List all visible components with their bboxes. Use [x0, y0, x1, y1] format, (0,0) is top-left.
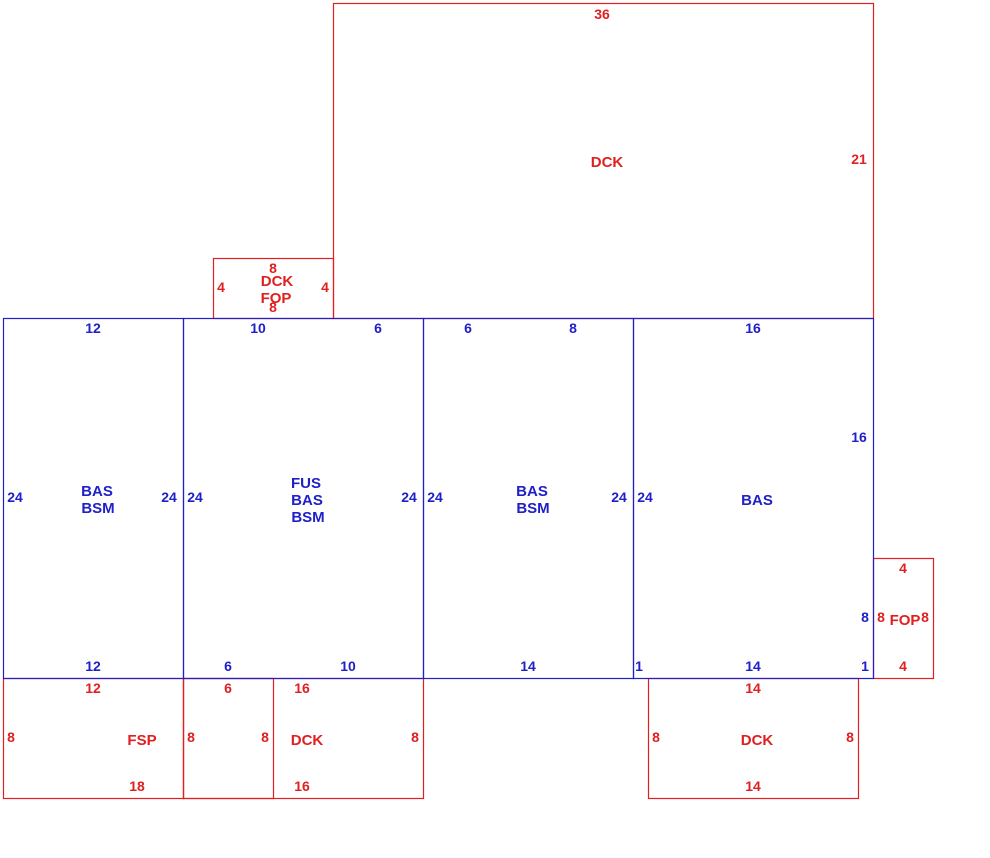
- dim-label: 24: [427, 489, 443, 505]
- dim-label: 8: [877, 609, 885, 625]
- dim-label: 24: [161, 489, 177, 505]
- dim-label: 8: [846, 729, 854, 745]
- fus-bas-bsm-label-2: BAS: [291, 492, 323, 509]
- bas-bsm-mid-label-2: BSM: [516, 500, 549, 517]
- dck-bottom-right-label: DCK: [741, 732, 774, 749]
- bas-bsm-mid-label-1: BAS: [516, 483, 548, 500]
- dim-label: 8: [569, 320, 577, 336]
- bas-bsm-left-label-2: BSM: [81, 500, 114, 517]
- dim-label: 8: [269, 299, 277, 315]
- dim-label: 4: [321, 279, 329, 295]
- bas-right-label: BAS: [741, 492, 773, 509]
- dim-label: 12: [85, 658, 101, 674]
- dim-label: 14: [745, 778, 761, 794]
- dim-label: 36: [594, 6, 610, 22]
- dim-label: 8: [187, 729, 195, 745]
- dim-label: 10: [340, 658, 356, 674]
- dck-top-label: DCK: [591, 154, 624, 171]
- dck-fop-small-label-2: FOP: [261, 290, 292, 307]
- dim-label: 1: [635, 658, 643, 674]
- dim-label: 16: [294, 778, 310, 794]
- dim-label: 21: [851, 151, 867, 167]
- dim-label: 8: [269, 260, 277, 276]
- bas-bsm-left-label-1: BAS: [81, 483, 113, 500]
- dim-label: 10: [250, 320, 266, 336]
- dim-label: 6: [374, 320, 382, 336]
- fop-right-label: FOP: [890, 612, 921, 629]
- fus-bas-bsm-label-1: FUS: [291, 475, 321, 492]
- dim-label: 6: [224, 658, 232, 674]
- dim-label: 14: [520, 658, 536, 674]
- dim-label: 8: [921, 609, 929, 625]
- dim-label: 8: [861, 609, 869, 625]
- dim-label: 1: [861, 658, 869, 674]
- dim-label: 6: [464, 320, 472, 336]
- dim-label: 24: [401, 489, 417, 505]
- dim-label: 24: [611, 489, 627, 505]
- dim-label: 24: [637, 489, 653, 505]
- dim-label: 12: [85, 320, 101, 336]
- dim-label: 6: [224, 680, 232, 696]
- dim-label: 16: [294, 680, 310, 696]
- dim-label: 14: [745, 680, 761, 696]
- dck-bottom-left-label: DCK: [291, 732, 324, 749]
- dim-label: 8: [261, 729, 269, 745]
- dim-label: 8: [7, 729, 15, 745]
- fus-bas-bsm-label-3: BSM: [291, 509, 324, 526]
- dim-label: 16: [851, 429, 867, 445]
- dim-label: 8: [652, 729, 660, 745]
- dim-label: 12: [85, 680, 101, 696]
- dim-label: 16: [745, 320, 761, 336]
- dim-label: 14: [745, 658, 761, 674]
- dim-label: 24: [187, 489, 203, 505]
- dim-label: 4: [899, 560, 907, 576]
- dck-bottom-left-inner-outline: [182, 677, 275, 800]
- fsp-label: FSP: [127, 732, 156, 749]
- bas-right-outline: [632, 317, 875, 680]
- dim-label: 8: [411, 729, 419, 745]
- dck-fop-small-label-1: DCK: [261, 273, 294, 290]
- dim-label: 4: [217, 279, 225, 295]
- dim-label: 18: [129, 778, 145, 794]
- dim-label: 24: [7, 489, 23, 505]
- dim-label: 4: [899, 658, 907, 674]
